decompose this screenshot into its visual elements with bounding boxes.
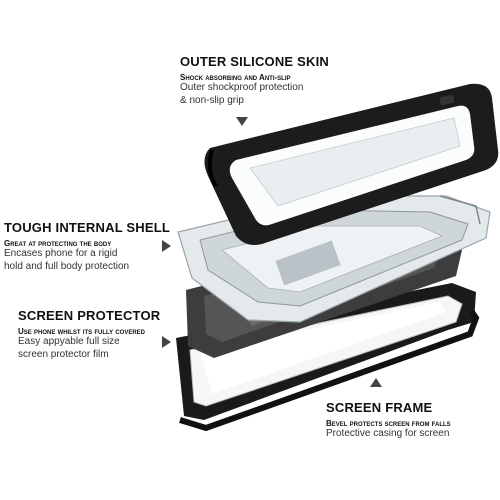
tough-internal-shell-subtitle: Great at protecting the body bbox=[4, 239, 112, 248]
screen-frame-line1: Protective casing for screen bbox=[326, 428, 450, 439]
tough-internal-shell-callout: TOUGH INTERNAL SHELL Great at protecting… bbox=[4, 220, 170, 273]
outer-silicone-skin-subtitle: Shock absorbing and Anti-slip bbox=[180, 73, 291, 82]
outer-silicone-skin-callout: OUTER SILICONE SKIN Shock absorbing and … bbox=[180, 54, 329, 107]
screen-frame-title: SCREEN FRAME bbox=[326, 400, 433, 415]
screen-protector-callout: SCREEN PROTECTOR Use phone whilst its fu… bbox=[18, 308, 160, 361]
screen-frame-callout: SCREEN FRAME Bevel protects screen from … bbox=[326, 400, 451, 441]
tough-internal-shell-title: TOUGH INTERNAL SHELL bbox=[4, 220, 171, 235]
screen-protector-arrow-icon bbox=[162, 336, 171, 348]
outer-silicone-skin-title: OUTER SILICONE SKIN bbox=[180, 54, 329, 69]
outer-silicone-layer bbox=[204, 83, 499, 246]
internal-shell-arrow-icon bbox=[162, 240, 171, 252]
screen-protector-title: SCREEN PROTECTOR bbox=[18, 308, 161, 323]
screen-protector-line1: Easy appyable full size bbox=[18, 336, 120, 347]
screen-protector-subtitle: Use phone whilst its fully covered bbox=[18, 327, 146, 336]
tough-internal-shell-line1: Encases phone for a rigid bbox=[4, 248, 118, 259]
tough-internal-shell-line2: hold and full body protection bbox=[4, 260, 130, 272]
screen-protector-line2: screen protector film bbox=[18, 348, 109, 360]
outer-silicone-skin-line1: Outer shockproof protection bbox=[180, 82, 304, 93]
screen-frame-subtitle: Bevel protects screen from falls bbox=[326, 419, 451, 428]
outer-silicone-arrow-icon bbox=[236, 117, 248, 126]
outer-silicone-skin-line2: & non-slip grip bbox=[180, 94, 244, 106]
screen-frame-arrow-icon bbox=[370, 378, 382, 387]
screen-frame-layer bbox=[176, 283, 480, 432]
